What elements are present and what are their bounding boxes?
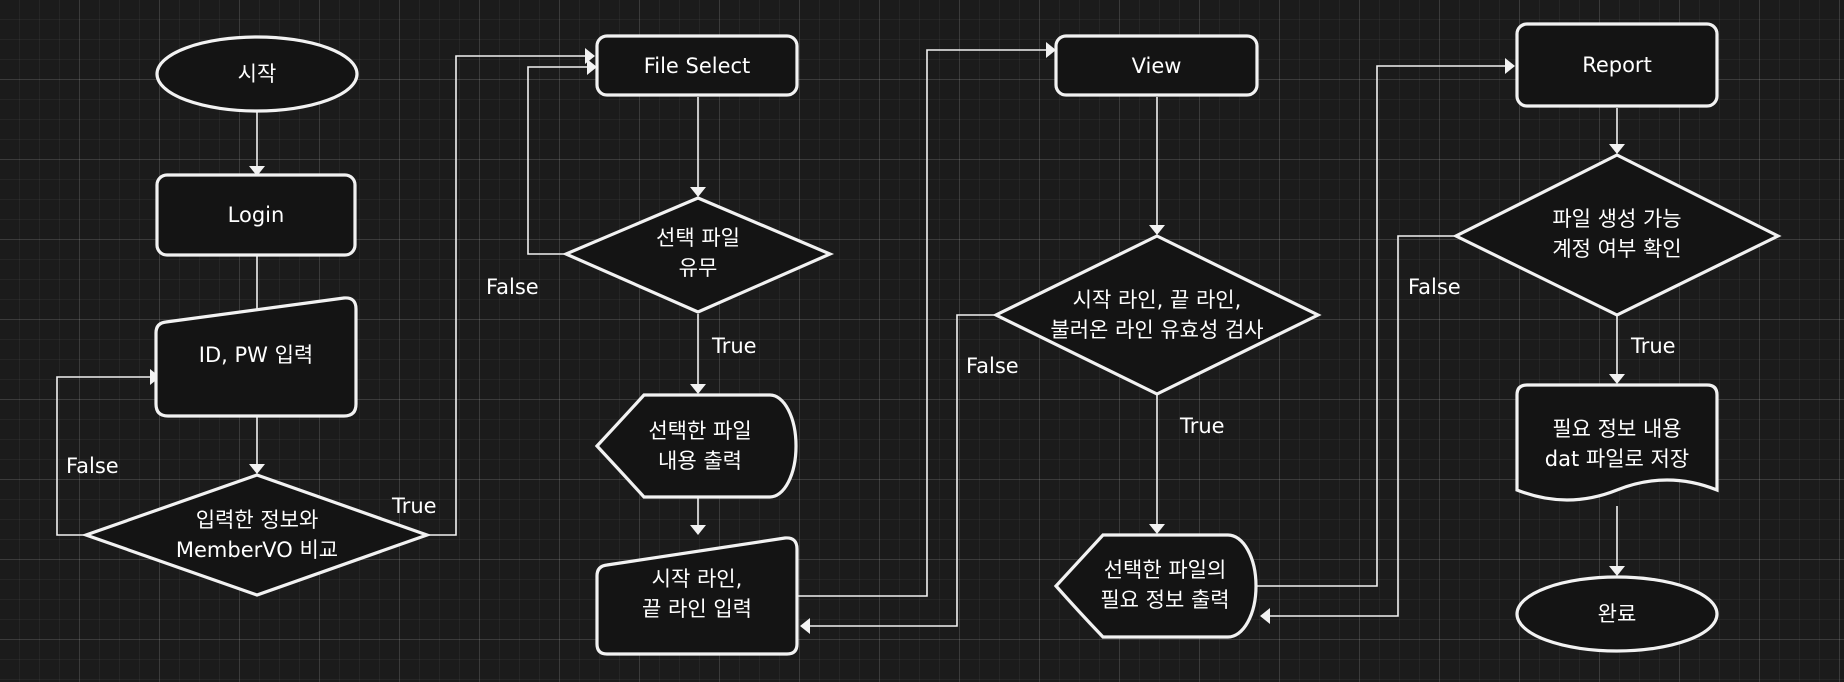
account-check-label: 파일 생성 가능 계정 여부 확인	[1552, 207, 1682, 261]
print-info-label: 선택한 파일의 필요 정보 출력	[1100, 558, 1230, 612]
connectors	[56, 42, 1625, 634]
login-process-shape[interactable]	[155, 173, 357, 257]
arrowhead	[1609, 144, 1625, 154]
print-info-display-shape[interactable]	[1053, 533, 1258, 639]
file-exists-label: 선택 파일 유무	[656, 226, 740, 280]
save-dat-label: 필요 정보 내용 dat 파일로 저장	[1544, 417, 1690, 471]
done-terminal-shape[interactable]	[1515, 575, 1719, 653]
edge-line-check-false-loop[interactable]	[810, 314, 996, 627]
line-check-label: 시작 라인, 끝 라인, 불러온 라인 유효성 검사	[1050, 288, 1264, 342]
compare-false-label: False	[66, 454, 119, 478]
edge-line-input-to-view[interactable]	[797, 49, 1046, 597]
id-pw-input-shape[interactable]	[154, 296, 358, 418]
line-check-true-label: True	[1180, 414, 1225, 438]
edge-compare-false-loop[interactable]	[56, 376, 150, 536]
print-file-display-shape[interactable]	[594, 393, 798, 499]
login-label: Login	[227, 203, 285, 227]
start-label: 시작	[237, 62, 277, 86]
report-label: Report	[1582, 53, 1652, 77]
arrowhead	[1046, 42, 1056, 58]
start-terminal-shape[interactable]	[155, 35, 359, 113]
arrowhead	[587, 59, 597, 75]
edge-print-info-to-report[interactable]	[1256, 65, 1505, 587]
line-check-decision-shape[interactable]	[992, 234, 1322, 396]
arrowhead	[249, 166, 265, 176]
file-exists-true-label: True	[712, 334, 757, 358]
arrowhead	[1609, 374, 1625, 384]
arrowhead	[249, 464, 265, 474]
file-select-process-shape[interactable]	[595, 34, 799, 97]
arrowhead	[1260, 608, 1270, 624]
shapes	[81, 22, 1782, 656]
file-exists-decision-shape[interactable]	[561, 196, 835, 314]
arrowhead	[690, 187, 706, 197]
arrowhead	[690, 525, 706, 535]
account-check-true-label: True	[1631, 334, 1676, 358]
file-select-label: File Select	[643, 53, 751, 78]
arrowhead	[1149, 225, 1165, 235]
arrowhead	[1149, 524, 1165, 534]
report-process-shape[interactable]	[1515, 22, 1719, 108]
compare-decision-shape[interactable]	[81, 473, 432, 597]
arrowhead	[1505, 58, 1515, 74]
file-exists-false-label: False	[486, 275, 539, 299]
arrowhead	[1609, 566, 1625, 576]
view-process-shape[interactable]	[1054, 34, 1259, 97]
edge-account-check-false-loop[interactable]	[1270, 235, 1456, 617]
print-file-label: 선택한 파일 내용 출력	[648, 419, 752, 473]
line-input-shape[interactable]	[595, 536, 799, 656]
arrowhead	[690, 384, 706, 394]
arrowhead	[800, 618, 810, 634]
edge-file-check-false-loop[interactable]	[527, 66, 587, 255]
compare-label: 입력한 정보와 MemberVO 비교	[175, 508, 339, 562]
account-check-false-label: False	[1408, 275, 1461, 299]
view-label: View	[1131, 53, 1182, 78]
line-check-false-label: False	[966, 354, 1019, 378]
save-dat-document-shape[interactable]	[1515, 383, 1719, 502]
id-pw-input-label: ID, PW 입력	[198, 343, 314, 367]
compare-true-label: True	[392, 494, 437, 518]
done-label: 완료	[1597, 602, 1637, 626]
account-check-decision-shape[interactable]	[1452, 153, 1782, 317]
line-input-label: 시작 라인, 끝 라인 입력	[642, 567, 752, 621]
edge-compare-true-to-file-select[interactable]	[427, 55, 585, 536]
